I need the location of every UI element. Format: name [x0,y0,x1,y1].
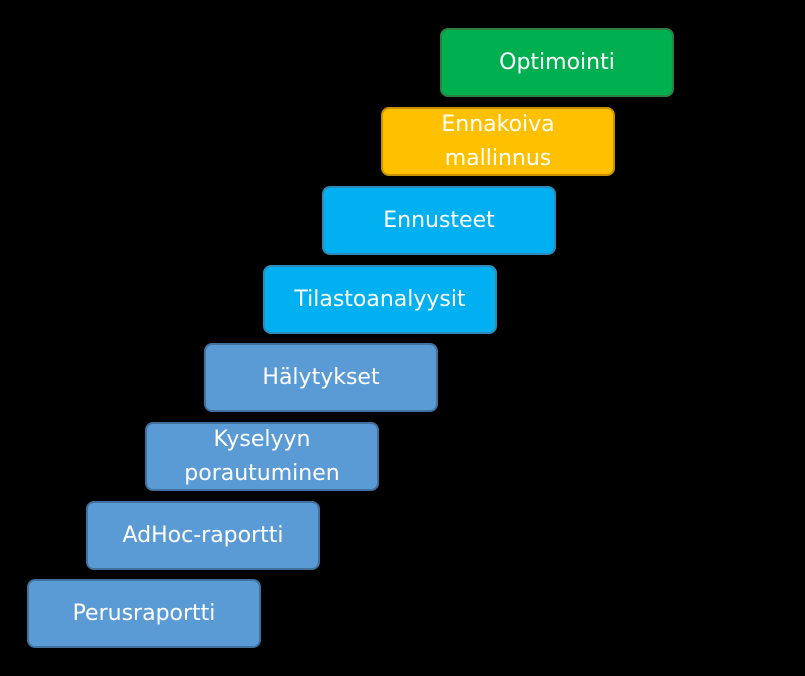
step-perusraportti: Perusraportti [27,579,261,648]
step-optimointi: Optimointi [440,28,674,97]
step-halytykset: Hälytykset [204,343,438,412]
step-ennakoiva-mallinnus: Ennakoiva mallinnus [381,107,615,176]
step-adhoc-raportti: AdHoc-raportti [86,501,320,570]
step-ennusteet: Ennusteet [322,186,556,255]
step-kyselyyn-porautuminen: Kyselyyn porautuminen [145,422,379,491]
step-tilastoanalyysit: Tilastoanalyysit [263,265,497,334]
